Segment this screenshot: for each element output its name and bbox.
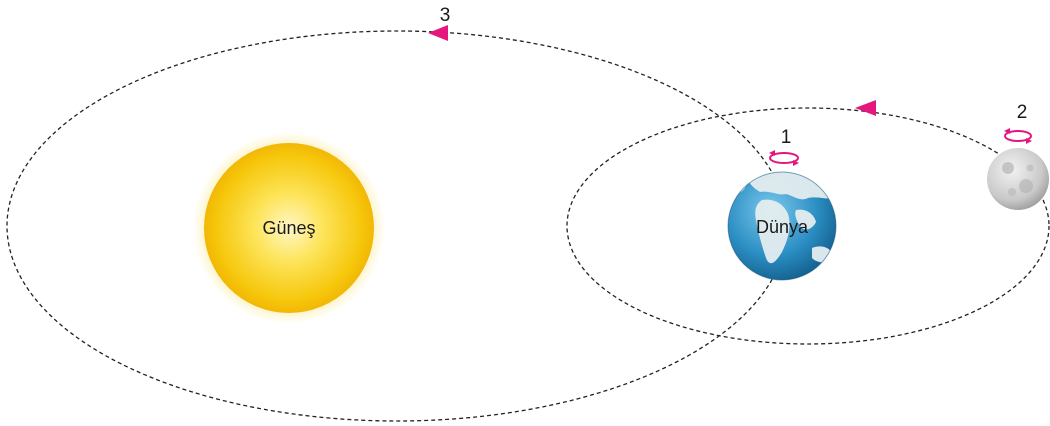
earth: Dünya [728, 170, 836, 280]
earth-label: Dünya [756, 217, 809, 237]
earth-rotation-number: 1 [781, 127, 792, 148]
earth-orbit-direction-arrow [428, 25, 448, 41]
moon-orbit-direction-arrow [855, 100, 876, 116]
sun: Güneş [193, 132, 385, 324]
moon-rotation-icon [1004, 128, 1032, 144]
earth-rotation-icon [769, 150, 799, 166]
moon [987, 148, 1049, 210]
sun-label: Güneş [262, 218, 315, 238]
moon-rotation-number: 2 [1017, 102, 1028, 123]
earth-orbit-number: 3 [440, 5, 451, 26]
earth-orbit-path [7, 31, 787, 421]
